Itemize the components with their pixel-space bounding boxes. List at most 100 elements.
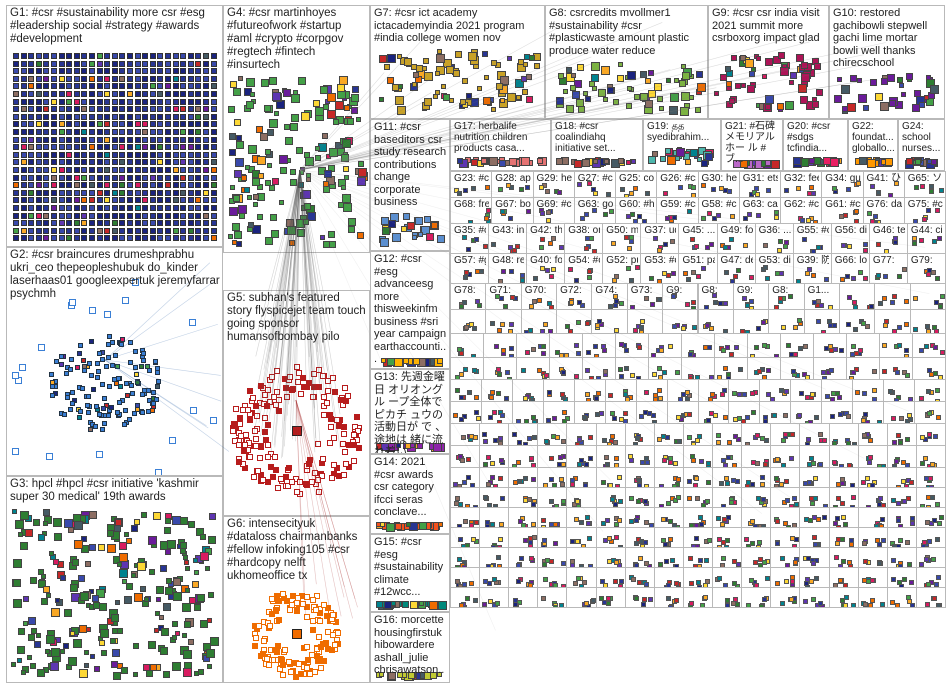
small-group-panel[interactable] — [712, 567, 742, 588]
small-group-panel[interactable] — [566, 547, 596, 568]
small-group-panel[interactable] — [780, 333, 814, 358]
small-group-panel[interactable] — [887, 567, 917, 588]
small-group-panel[interactable] — [813, 333, 847, 358]
small-group-panel[interactable]: G76: day... — [863, 197, 905, 224]
small-group-panel[interactable] — [916, 567, 946, 588]
small-group-panel[interactable] — [883, 401, 915, 424]
small-group-panel[interactable]: G9: — [662, 283, 698, 310]
small-group-panel[interactable] — [799, 467, 829, 488]
small-group-panel[interactable] — [636, 401, 668, 424]
small-group-panel[interactable] — [683, 527, 713, 548]
small-group-panel[interactable] — [741, 587, 771, 608]
group-panel-g4[interactable]: G4: #csr martinhoyes #futureofwork #star… — [223, 5, 370, 253]
small-group-panel[interactable] — [537, 567, 567, 588]
small-group-panel[interactable] — [887, 507, 917, 528]
small-group-panel[interactable] — [770, 567, 800, 588]
small-group-panel[interactable] — [537, 445, 567, 468]
small-group-panel[interactable] — [479, 527, 509, 548]
group-panel-g12[interactable]: G12: #csr #esg advanceesg more thisweeki… — [370, 251, 450, 369]
small-group-panel[interactable] — [648, 357, 682, 380]
small-group-panel[interactable] — [450, 357, 484, 380]
group-panel-g13[interactable]: G13: 先週金曜 日 オリオングル ープ全体でピカチ ュウの活動日が で 、途… — [370, 369, 450, 454]
small-group-panel[interactable] — [683, 487, 713, 508]
small-group-panel[interactable] — [479, 423, 509, 446]
small-group-panel[interactable] — [683, 547, 713, 568]
group-panel-g3[interactable]: G3: hpcl #hpcl #csr initiative 'kashmir … — [6, 476, 223, 683]
small-group-panel[interactable] — [799, 547, 829, 568]
small-group-panel[interactable]: G8: — [768, 283, 804, 310]
small-group-panel[interactable]: G71: — [485, 283, 521, 310]
small-group-panel[interactable] — [829, 467, 859, 488]
small-group-panel[interactable] — [858, 487, 888, 508]
small-group-panel[interactable] — [799, 527, 829, 548]
group-panel-g18[interactable]: G18: #csr coalindiahq initiative set... — [551, 119, 643, 171]
small-group-panel[interactable]: G68: free... — [450, 197, 492, 224]
small-group-panel[interactable] — [887, 487, 917, 508]
small-group-panel[interactable] — [450, 587, 480, 608]
small-group-panel[interactable]: G46: tecno... — [869, 223, 908, 254]
small-group-panel[interactable]: G75: #cs... — [904, 197, 946, 224]
small-group-panel[interactable] — [654, 527, 684, 548]
small-group-panel[interactable] — [714, 333, 748, 358]
small-group-panel[interactable] — [450, 547, 480, 568]
group-panel-g11[interactable]: G11: #csr baseditors csr study research … — [370, 119, 450, 251]
small-group-panel[interactable] — [479, 587, 509, 608]
small-group-panel[interactable] — [450, 379, 482, 402]
small-group-panel[interactable] — [654, 487, 684, 508]
small-group-panel[interactable]: G65: ソニ... ソー... — [904, 171, 946, 198]
small-group-panel[interactable] — [625, 507, 655, 528]
small-group-panel[interactable] — [516, 333, 550, 358]
small-group-panel[interactable] — [654, 567, 684, 588]
group-panel-g6[interactable]: G6: intensecityuk #dataloss chairmanbank… — [223, 516, 370, 683]
small-group-panel[interactable] — [681, 333, 715, 358]
small-group-panel[interactable] — [858, 567, 888, 588]
small-group-panel[interactable] — [508, 567, 538, 588]
small-group-panel[interactable] — [625, 567, 655, 588]
small-group-panel[interactable] — [741, 487, 771, 508]
small-group-panel[interactable] — [799, 567, 829, 588]
small-group-panel[interactable] — [450, 567, 480, 588]
small-group-panel[interactable] — [887, 587, 917, 608]
small-group-panel[interactable]: G57: #gu... — [450, 253, 489, 284]
small-group-panel[interactable] — [483, 357, 517, 380]
small-group-panel[interactable] — [821, 401, 853, 424]
small-group-panel[interactable] — [450, 445, 480, 468]
small-group-panel[interactable] — [733, 309, 769, 334]
small-group-panel[interactable]: G8: — [698, 283, 734, 310]
small-group-panel[interactable] — [770, 527, 800, 548]
small-group-panel[interactable] — [654, 587, 684, 608]
small-group-panel[interactable]: G29: hear #csr tune pm... — [533, 171, 575, 198]
small-group-panel[interactable] — [450, 423, 480, 446]
small-group-panel[interactable] — [858, 423, 888, 446]
small-group-panel[interactable] — [912, 333, 946, 358]
small-group-panel[interactable]: G9: — [733, 283, 769, 310]
small-group-panel[interactable] — [698, 309, 734, 334]
small-group-panel[interactable]: G52: punet... — [602, 253, 641, 284]
small-group-panel[interactable] — [574, 401, 606, 424]
small-group-panel[interactable] — [450, 467, 480, 488]
small-group-panel[interactable]: G32: feeds comm... — [780, 171, 822, 198]
small-group-panel[interactable]: G25: comme... handsp... — [615, 171, 657, 198]
small-group-panel[interactable] — [537, 507, 567, 528]
small-group-panel[interactable] — [916, 487, 946, 508]
small-group-panel[interactable]: G70: — [521, 283, 557, 310]
small-group-panel[interactable] — [883, 379, 915, 402]
small-group-panel[interactable] — [605, 401, 637, 424]
small-group-panel[interactable] — [615, 333, 649, 358]
small-group-panel[interactable] — [712, 527, 742, 548]
small-group-panel[interactable] — [508, 527, 538, 548]
small-group-panel[interactable] — [829, 445, 859, 468]
small-group-panel[interactable] — [759, 379, 791, 402]
small-group-panel[interactable] — [829, 547, 859, 568]
small-group-panel[interactable]: G62: #csr... — [780, 197, 822, 224]
small-group-panel[interactable] — [537, 527, 567, 548]
small-group-panel[interactable] — [916, 423, 946, 446]
small-group-panel[interactable]: G37: udzia... — [640, 223, 679, 254]
small-group-panel[interactable] — [846, 357, 880, 380]
small-group-panel[interactable] — [770, 487, 800, 508]
small-group-panel[interactable] — [799, 487, 829, 508]
small-group-panel[interactable] — [556, 309, 592, 334]
small-group-panel[interactable] — [712, 487, 742, 508]
small-group-panel[interactable]: G30: help towards... — [698, 171, 740, 198]
small-group-panel[interactable] — [627, 309, 663, 334]
